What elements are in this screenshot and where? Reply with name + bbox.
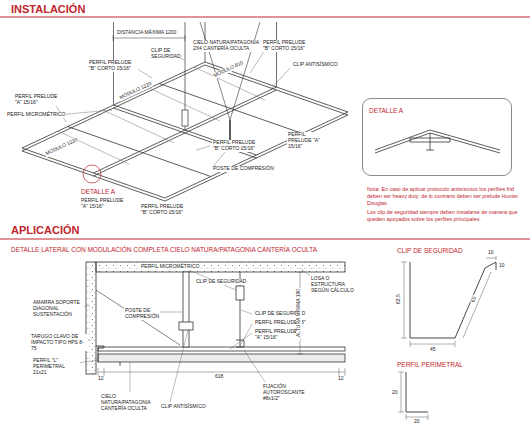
part-label: PERFIL PRELUDE "B" CORTO 15/16" <box>88 60 138 72</box>
part-label: PERFIL MICROMÉTRICO <box>140 264 200 270</box>
note: Los clip de seguridad siempre deben inst… <box>366 209 520 223</box>
part-label: PERFIL MICROMÉTRICO <box>6 112 66 118</box>
part-label: CIELO NATURA/PATAGONIA CANTERÍA OCULTA <box>100 394 160 411</box>
section-heading: INSTALACIÓN <box>10 3 86 16</box>
part-label: PERFIL PRELUDE "A" 15/16" <box>254 329 300 341</box>
part-label: PERFIL PRELUDE "A" 15/16" <box>287 132 329 149</box>
dimension: MÓDULO 1220 <box>118 81 153 102</box>
sub-heading: CLIP DE SEGURIDAD <box>396 247 464 254</box>
dimension: 20 <box>413 419 421 425</box>
part-label: CLIP ANTISÍSMICO <box>160 404 207 410</box>
dimension: DISTANCIA MÁXIMA 1200 <box>116 30 177 36</box>
part-label: PERFIL "L" PERIMETRAL 21x21 <box>32 358 80 375</box>
part-label: POSTE DE COMPRESIÓN <box>212 166 275 172</box>
dimension: 10 <box>487 250 495 256</box>
part-label: CIELO NATURA/PATAGONIA 2X4 CANTERÍA OCUL… <box>192 40 264 52</box>
section-heading: APLICACIÓN <box>10 224 80 237</box>
dimension: ALTURA MÍNIMA 190 <box>296 288 302 338</box>
part-label: PERFIL PRELUDE "B" CORTO 15/16" <box>262 40 312 52</box>
dimension: 20 <box>391 390 399 396</box>
part-label: PERFIL PRELUDE "A" 15/16" <box>14 94 60 106</box>
dimension: MÓDULO 610 <box>212 60 245 79</box>
part-label: PERFIL PRELUDE "B" CORTO 15/16" <box>212 140 260 152</box>
sub-heading: PERFIL PERIMETRAL <box>396 361 464 368</box>
part-label: PERFIL PRELUDE "A" 15/16" <box>80 198 126 210</box>
dimension: 63.5 <box>396 293 402 305</box>
part-label: CLIP DE SEGURIDAD <box>195 279 247 285</box>
part-label: CLIP ANTISÍSMICO <box>292 62 339 68</box>
note: Nota: En caso de aplicar protocolo antis… <box>366 186 520 206</box>
detail-callout: DETALLE A <box>80 188 116 195</box>
part-label: TARUGO CLAVO DE IMPACTO TIPO HPS 8-75 <box>30 334 88 351</box>
dimension: 12 <box>97 376 105 382</box>
detail-heading: DETALLE A <box>363 103 409 118</box>
dimension: 618 <box>214 374 224 380</box>
detail-frame: DETALLE A <box>362 98 512 176</box>
part-label: AMARRA SOPORTE DIAGONAL SUSTENTACIÓN <box>32 300 84 317</box>
dimension: MÓDULO 1220 <box>44 137 79 158</box>
dimension: 45 <box>429 347 437 353</box>
dimension: 12 <box>337 376 345 382</box>
dimension: 10 <box>498 263 506 269</box>
sub-heading: DETALLE LATERAL CON MODULACIÓN COMPLETA … <box>10 246 318 253</box>
part-label: CLIP DE SEGURIDAD <box>150 48 180 60</box>
part-label: PERFIL PRELUDE "B" CORTO 15/16" <box>140 204 188 216</box>
part-label: FIJACIÓN AUTOROSCANTE #8x1/2" <box>262 384 314 401</box>
dimension: 65 <box>470 295 478 304</box>
part-label: POSTE DE COMPRESIÓN <box>124 308 160 320</box>
part-label: LOSA O ESTRUCTURA SEGÚN CÁLCULO <box>310 276 356 293</box>
